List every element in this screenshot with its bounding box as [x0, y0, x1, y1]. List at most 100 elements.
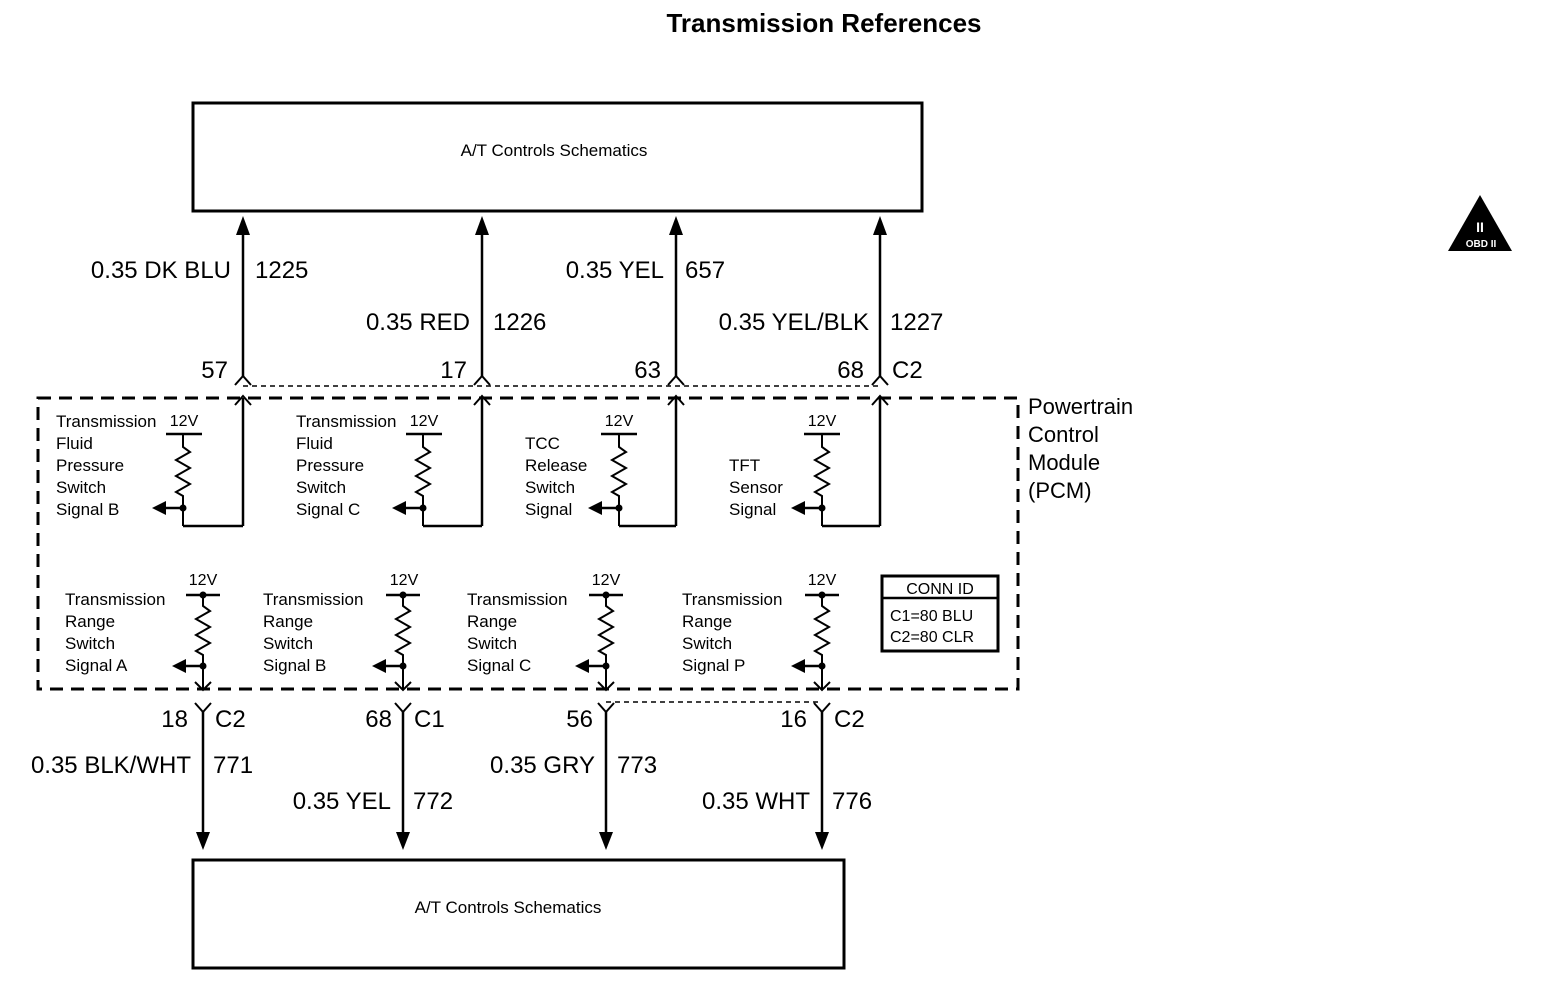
- top-component-2-line-1: Transmission: [296, 412, 396, 431]
- top-component-1-line-5: Signal B: [56, 500, 119, 519]
- bottom-wire-1-connector: C2: [215, 706, 246, 733]
- bottom-component-2: 12V Transmission Range Switch Signal B: [263, 572, 420, 692]
- bottom-component-3-voltage: 12V: [592, 572, 621, 589]
- top-component-1-voltage: 12V: [170, 413, 199, 430]
- bottom-wire-1-circuit: 0.35 BLK/WHT: [31, 752, 191, 779]
- top-component-4: 12V TFT Sensor Signal: [729, 394, 889, 528]
- bottom-component-4-voltage: 12V: [808, 572, 837, 589]
- top-component-2-line-4: Switch: [296, 478, 346, 497]
- bottom-component-4: 12V Transmission Range Switch Signal P: [682, 572, 839, 692]
- bottom-wire-2-pin: 68: [365, 706, 392, 733]
- top-component-2: 12V Transmission Fluid Pressure Switch S…: [296, 394, 491, 528]
- top-component-1-line-2: Fluid: [56, 434, 93, 453]
- top-component-1-line-1: Transmission: [56, 412, 156, 431]
- top-component-3-line-4: Signal: [525, 500, 572, 519]
- top-component-4-line-1: TFT: [729, 456, 760, 475]
- top-schematics-box: [191, 101, 924, 213]
- bottom-component-3-line-3: Switch: [467, 634, 517, 653]
- bottom-wire-4-pin: 16: [780, 706, 807, 733]
- top-wire-4-number: 1227: [890, 309, 943, 336]
- pcm-label-line-1: Powertrain: [1028, 394, 1133, 419]
- bottom-component-2-voltage: 12V: [390, 572, 419, 589]
- bottom-wire-2: 68 C1 0.35 YEL 772: [293, 702, 453, 850]
- top-schematics-label: A/T Controls Schematics: [461, 141, 648, 160]
- bottom-component-2-line-1: Transmission: [263, 590, 363, 609]
- top-component-3-voltage: 12V: [605, 413, 634, 430]
- bottom-component-4-line-4: Signal P: [682, 656, 745, 675]
- bottom-wire-1-number: 771: [213, 752, 253, 779]
- top-component-3: 12V TCC Release Switch Signal: [525, 394, 685, 528]
- bottom-component-2-line-2: Range: [263, 612, 313, 631]
- top-wire-4-pin: 68: [837, 357, 864, 384]
- pcm-label-line-2: Control: [1028, 422, 1099, 447]
- top-wire-2-pin: 17: [440, 357, 467, 384]
- bottom-component-4-line-1: Transmission: [682, 590, 782, 609]
- obd-badge-numeral: II: [1476, 219, 1484, 235]
- top-wire-2: 0.35 RED 1226 17: [366, 216, 546, 386]
- top-wire-1: 0.35 DK BLU 1225 57: [91, 216, 308, 386]
- top-wire-1-pin: 57: [201, 357, 228, 384]
- bottom-wire-4: 16 C2 0.35 WHT 776: [702, 702, 872, 850]
- bottom-wire-1-pin: 18: [161, 706, 188, 733]
- conn-id-line-1: C1=80 BLU: [890, 608, 973, 625]
- top-wire-1-circuit: 0.35 DK BLU: [91, 257, 231, 284]
- top-component-2-line-2: Fluid: [296, 434, 333, 453]
- top-component-4-line-3: Signal: [729, 500, 776, 519]
- bottom-wire-4-number: 776: [832, 788, 872, 815]
- bottom-component-2-line-4: Signal B: [263, 656, 326, 675]
- bottom-component-3-line-2: Range: [467, 612, 517, 631]
- bottom-component-3-line-4: Signal C: [467, 656, 531, 675]
- top-wire-4-connector: C2: [892, 357, 923, 384]
- top-wire-3-circuit: 0.35 YEL: [566, 257, 664, 284]
- bottom-component-1-voltage: 12V: [189, 572, 218, 589]
- top-wire-2-number: 1226: [493, 309, 546, 336]
- pcm-boundary: [36, 396, 1020, 691]
- top-wire-3: 0.35 YEL 657 63: [566, 216, 725, 386]
- top-wire-1-number: 1225: [255, 257, 308, 284]
- bottom-component-1-line-2: Range: [65, 612, 115, 631]
- top-component-1-line-3: Pressure: [56, 456, 124, 475]
- bottom-wire-2-number: 772: [413, 788, 453, 815]
- bottom-component-2-line-3: Switch: [263, 634, 313, 653]
- bottom-component-1-line-1: Transmission: [65, 590, 165, 609]
- bottom-schematics-label: A/T Controls Schematics: [415, 898, 602, 917]
- top-wire-3-pin: 63: [634, 357, 661, 384]
- bottom-wire-3-pin: 56: [566, 706, 593, 733]
- bottom-wire-4-circuit: 0.35 WHT: [702, 788, 810, 815]
- page-title: Transmission References: [666, 8, 981, 38]
- bottom-wire-3: 56 0.35 GRY 773: [490, 702, 657, 850]
- bottom-component-1-line-3: Switch: [65, 634, 115, 653]
- top-wire-4-circuit: 0.35 YEL/BLK: [719, 309, 869, 336]
- pcm-label-line-3: Module: [1028, 450, 1100, 475]
- top-component-1: 12V Transmission Fluid Pressure Switch S…: [56, 394, 252, 528]
- bottom-wire-2-connector: C1: [414, 706, 445, 733]
- top-wire-2-circuit: 0.35 RED: [366, 309, 470, 336]
- bottom-wire-1: 18 C2 0.35 BLK/WHT 771: [31, 702, 253, 850]
- bottom-wire-3-circuit: 0.35 GRY: [490, 752, 595, 779]
- bottom-component-1-line-4: Signal A: [65, 656, 128, 675]
- bottom-wire-2-circuit: 0.35 YEL: [293, 788, 391, 815]
- bottom-component-4-line-3: Switch: [682, 634, 732, 653]
- conn-id-table: CONN ID C1=80 BLU C2=80 CLR: [880, 574, 1000, 653]
- top-component-3-line-3: Switch: [525, 478, 575, 497]
- obd-badge-text: OBD II: [1466, 239, 1497, 250]
- bottom-component-3: 12V Transmission Range Switch Signal C: [467, 572, 623, 692]
- top-component-1-line-4: Switch: [56, 478, 106, 497]
- bottom-component-4-line-2: Range: [682, 612, 732, 631]
- obd-ii-badge-icon: II OBD II: [1448, 195, 1512, 251]
- bottom-component-3-line-1: Transmission: [467, 590, 567, 609]
- top-component-2-voltage: 12V: [410, 413, 439, 430]
- top-component-2-line-3: Pressure: [296, 456, 364, 475]
- pcm-label-line-4: (PCM): [1028, 478, 1092, 503]
- bottom-wire-3-number: 773: [617, 752, 657, 779]
- conn-id-header: CONN ID: [906, 581, 974, 598]
- top-component-3-line-2: Release: [525, 456, 587, 475]
- top-wire-3-number: 657: [685, 257, 725, 284]
- top-component-2-line-5: Signal C: [296, 500, 360, 519]
- top-component-4-line-2: Sensor: [729, 478, 783, 497]
- conn-id-line-2: C2=80 CLR: [890, 629, 974, 646]
- top-component-3-line-1: TCC: [525, 434, 560, 453]
- bottom-schematics-box: [191, 858, 846, 970]
- bottom-wire-4-connector: C2: [834, 706, 865, 733]
